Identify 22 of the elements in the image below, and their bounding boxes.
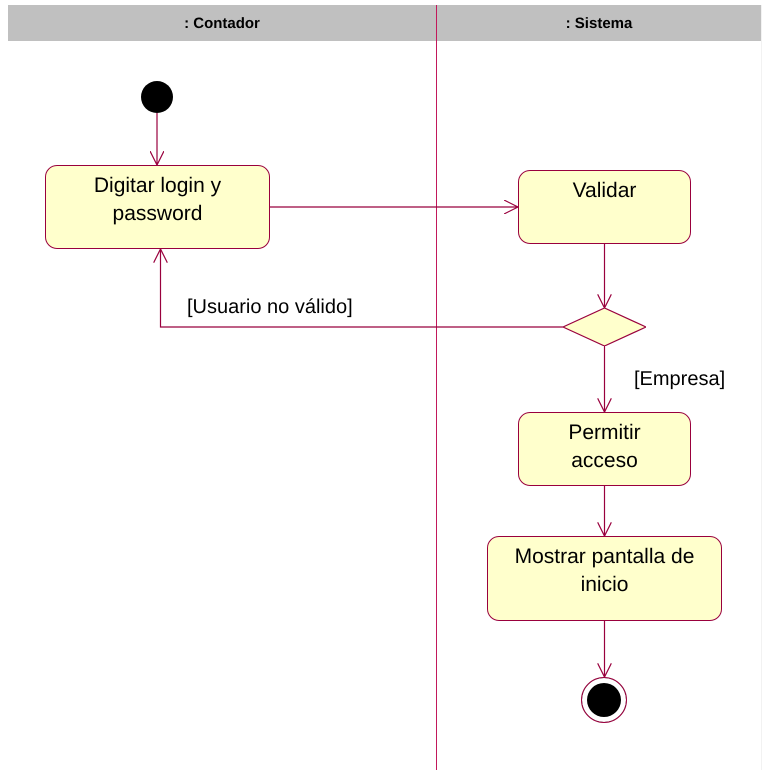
arrow: [596, 621, 612, 678]
final-node: [581, 677, 627, 723]
arrow: [596, 244, 612, 309]
activity-box: [45, 165, 270, 249]
arrow: [596, 486, 612, 537]
decision-diamond: [563, 308, 646, 346]
activity-box: [518, 170, 691, 244]
activity-label: Permitir acceso: [567, 420, 642, 474]
activity-label: Digitar login y password: [92, 173, 222, 227]
activity-box: [487, 536, 722, 621]
activity-label: Validar: [572, 178, 636, 204]
swimlane: [8, 5, 437, 770]
arrow: [152, 248, 563, 328]
activity-label: Mostrar pantalla de inicio: [514, 544, 696, 598]
arrow: [149, 113, 165, 166]
initial-node: [141, 81, 173, 113]
arrow: [270, 199, 519, 215]
activity-box: [518, 412, 691, 486]
lane-header: : Contador: [8, 5, 436, 41]
swimlane: [437, 5, 762, 770]
lane-header: : Sistema: [437, 5, 761, 41]
arrow: [596, 346, 612, 413]
